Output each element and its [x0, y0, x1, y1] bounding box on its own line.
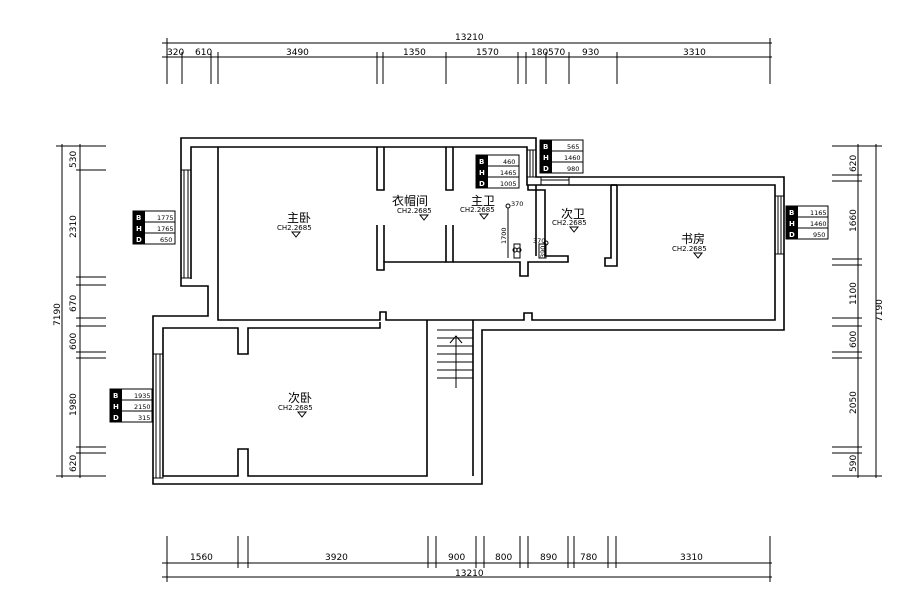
- value-b: 1775: [157, 214, 174, 222]
- key-h: H: [789, 220, 795, 228]
- right-dim-1: 620: [849, 155, 859, 172]
- top-total-dim: 13210: [455, 33, 484, 43]
- ceiling-height: CH2.2685: [278, 404, 313, 412]
- top-dim-9: 3310: [683, 48, 706, 58]
- right-total-dim: 7190: [875, 299, 885, 322]
- value-b: 1935: [134, 392, 151, 400]
- value-h: 1460: [810, 220, 827, 228]
- value-d: 980: [567, 165, 579, 173]
- windows: [152, 149, 785, 479]
- dim-390: 390: [539, 246, 547, 258]
- top-dim-2: 610: [195, 48, 212, 58]
- dim-370-a: 370: [511, 200, 523, 208]
- dim-1700: 1700: [500, 227, 508, 244]
- room-name: 主卫: [471, 194, 495, 208]
- window-table-second-bedroom: B H D 1935 2150 315: [109, 388, 153, 423]
- bottom-dim-7: 3310: [680, 553, 703, 563]
- ceiling-height: CH2.2685: [552, 219, 587, 227]
- bottom-dim-5: 890: [540, 553, 557, 563]
- value-d: 950: [813, 231, 825, 239]
- right-dim-2: 1660: [849, 209, 859, 232]
- left-dim-2: 2310: [69, 215, 79, 238]
- window-table-study: B H D 1165 1460 950: [785, 205, 829, 240]
- right-dim-4: 600: [849, 331, 859, 348]
- window-table-master-bath: B H D 460 1465 1005: [475, 154, 520, 189]
- key-h: H: [543, 154, 549, 162]
- key-b: B: [479, 158, 484, 166]
- key-d: D: [136, 236, 142, 244]
- right-dim-3: 1100: [849, 282, 859, 305]
- window-table-second-bath: B H D 565 1460 980: [539, 139, 584, 174]
- left-total-dim: 7190: [53, 303, 63, 326]
- key-d: D: [113, 414, 119, 422]
- key-h: H: [479, 169, 485, 177]
- room-name: 次卫: [561, 207, 585, 221]
- right-dim-6: 590: [849, 455, 859, 472]
- left-dimension-chain: 7190 530 2310 670 600 1980 620: [53, 144, 106, 478]
- key-d: D: [479, 180, 485, 188]
- value-d: 1005: [500, 180, 517, 188]
- top-dim-8: 930: [582, 48, 599, 58]
- top-dim-4: 1350: [403, 48, 426, 58]
- room-name: 次卧: [288, 391, 312, 405]
- room-walk-in-closet: 衣帽间 CH2.2685: [392, 193, 432, 221]
- key-h: H: [113, 403, 119, 411]
- room-master-bath: 主卫 CH2.2685: [460, 194, 495, 220]
- key-b: B: [543, 143, 548, 151]
- ceiling-height: CH2.2685: [672, 245, 707, 253]
- key-b: B: [789, 209, 794, 217]
- value-b: 460: [503, 158, 515, 166]
- value-h: 1460: [564, 154, 581, 162]
- bottom-dim-6: 780: [580, 553, 597, 563]
- value-d: 650: [160, 236, 172, 244]
- walls: [152, 137, 785, 485]
- left-dim-4: 600: [69, 333, 79, 350]
- value-b: 1165: [810, 209, 827, 217]
- key-d: D: [789, 231, 795, 239]
- top-dim-3: 3490: [286, 48, 309, 58]
- right-dim-5: 2050: [849, 391, 859, 414]
- bottom-dim-2: 3920: [325, 553, 348, 563]
- bottom-dim-4: 800: [495, 553, 512, 563]
- top-dim-5: 1570: [476, 48, 499, 58]
- top-dim-1: 320: [167, 48, 184, 58]
- room-name: 主卧: [287, 211, 311, 225]
- key-d: D: [543, 165, 549, 173]
- room-name: 衣帽间: [392, 193, 428, 208]
- dim-370-b: 370: [533, 237, 545, 245]
- left-dim-5: 1980: [69, 393, 79, 416]
- key-h: H: [136, 225, 142, 233]
- window-table-master-bedroom: B H D 1775 1765 650: [132, 210, 176, 245]
- value-h: 1465: [500, 169, 517, 177]
- value-h: 2150: [134, 403, 151, 411]
- bottom-dimension-chain: 13210 1560 3920 900 800 890 780 3310: [162, 536, 772, 582]
- room-name: 书房: [681, 231, 705, 246]
- key-b: B: [113, 392, 118, 400]
- key-b: B: [136, 214, 141, 222]
- value-h: 1765: [157, 225, 174, 233]
- bottom-dim-3: 900: [448, 553, 465, 563]
- room-master-bedroom: 主卧 CH2.2685: [277, 211, 312, 238]
- ceiling-height: CH2.2685: [460, 206, 495, 214]
- room-second-bedroom: 次卧 CH2.2685: [278, 391, 313, 418]
- top-dim-7: 570: [548, 48, 565, 58]
- value-b: 565: [567, 143, 579, 151]
- room-second-bath: 次卫 CH2.2685: [552, 207, 587, 233]
- ceiling-height: CH2.2685: [277, 224, 312, 232]
- left-dim-3: 670: [69, 295, 79, 312]
- right-dimension-chain: 7190 620 1660 1100 600 2050 590: [832, 144, 885, 478]
- bottom-total-dim: 13210: [455, 569, 484, 579]
- bottom-dim-1: 1560: [190, 553, 213, 563]
- left-dim-6: 620: [69, 455, 79, 472]
- top-dimension-chain: 13210 320 610 3490 1350 1570 180 570 930…: [162, 33, 772, 84]
- value-d: 315: [138, 414, 150, 422]
- top-dim-6: 180: [531, 48, 548, 58]
- left-dim-1: 530: [69, 151, 79, 168]
- ceiling-height: CH2.2685: [397, 207, 432, 215]
- staircase: [437, 329, 473, 388]
- bath-fixtures: 370 1700 370 390: [500, 200, 549, 259]
- room-study: 书房 CH2.2685: [672, 231, 707, 259]
